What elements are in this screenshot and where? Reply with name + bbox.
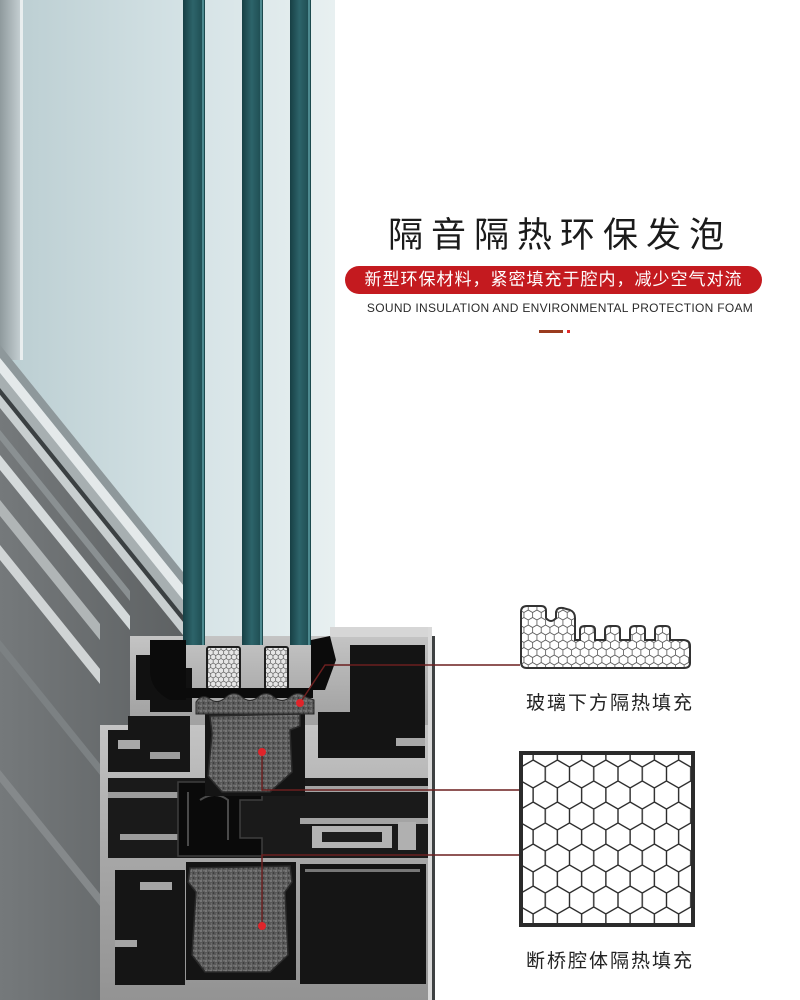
upper-chamber-foam [207, 713, 301, 793]
lower-chamber-foam [187, 865, 293, 973]
chamber-tab [115, 940, 137, 947]
side-strip [0, 430, 130, 601]
callout-label-under-glass: 玻璃下方隔热填充 [525, 692, 694, 714]
chamber-tab [140, 882, 172, 890]
side-strip [0, 545, 100, 684]
chamber-wall [120, 834, 178, 840]
callout-connectors [258, 664, 520, 930]
marker-dot [296, 699, 304, 707]
callout-label-cavity: 断桥腔体隔热填充 [525, 950, 694, 972]
left-gasket [150, 640, 186, 700]
chamber-wall [108, 792, 178, 798]
feature-banner: 新型环保材料，紧密填充于腔内，减少空气对流 [345, 266, 762, 294]
profile-side-strips [0, 395, 183, 906]
under-glass-gasket [183, 688, 313, 698]
side-strip [0, 395, 183, 635]
glass-pane-edge [290, 0, 311, 645]
latch-slot [322, 832, 382, 842]
sash-face-top-edge [330, 627, 432, 637]
marker-dot [258, 922, 266, 930]
decorative-dot [567, 330, 570, 333]
sash-hook [396, 738, 425, 746]
side-strip [0, 500, 100, 640]
chamber-inner-edge [305, 869, 420, 872]
chamber-wall [300, 786, 428, 792]
connector-line-2 [261, 752, 520, 791]
sash-left-edge [0, 0, 20, 360]
sash-light-band [0, 358, 183, 600]
side-strip [0, 640, 100, 775]
glass-pane-edge [183, 0, 205, 645]
latch-prong [398, 822, 416, 850]
side-strip [0, 770, 100, 906]
chamber-wall [300, 818, 428, 824]
glass-pane-highlight [202, 0, 204, 645]
glass-pane-highlight [308, 0, 310, 645]
glass-pane-edge [242, 0, 263, 645]
sash-edge-highlight [20, 0, 23, 360]
foam-fillings [187, 693, 315, 973]
sash-perspective-bands [0, 345, 183, 622]
marker-dot [258, 748, 266, 756]
desiccant-spacer [264, 646, 289, 690]
channel-tab [150, 752, 180, 759]
frame-right-chamber [300, 864, 426, 984]
sash-gasket-band [0, 388, 183, 622]
face-right-highlight [428, 627, 432, 1000]
side-strip [0, 455, 130, 630]
decorative-divider [539, 330, 563, 333]
connector-line-3 [261, 854, 520, 926]
sash-right-cavity [318, 645, 425, 758]
foam-strip-icon [520, 605, 691, 669]
sash-mid-band [0, 373, 183, 615]
channel-tab [118, 740, 140, 749]
connector-line-1 [299, 664, 520, 704]
under-glass-foam [195, 693, 315, 715]
glass-pane-highlight [260, 0, 262, 645]
desiccant-spacer [206, 646, 241, 690]
sash-shadow-band [0, 345, 183, 585]
english-subtitle: SOUND INSULATION AND ENVIRONMENTAL PROTE… [366, 301, 754, 315]
page-title: 隔音隔热环保发泡 [387, 216, 732, 256]
honeycomb-foam-icon [519, 751, 695, 927]
triple-glazing [183, 0, 311, 645]
